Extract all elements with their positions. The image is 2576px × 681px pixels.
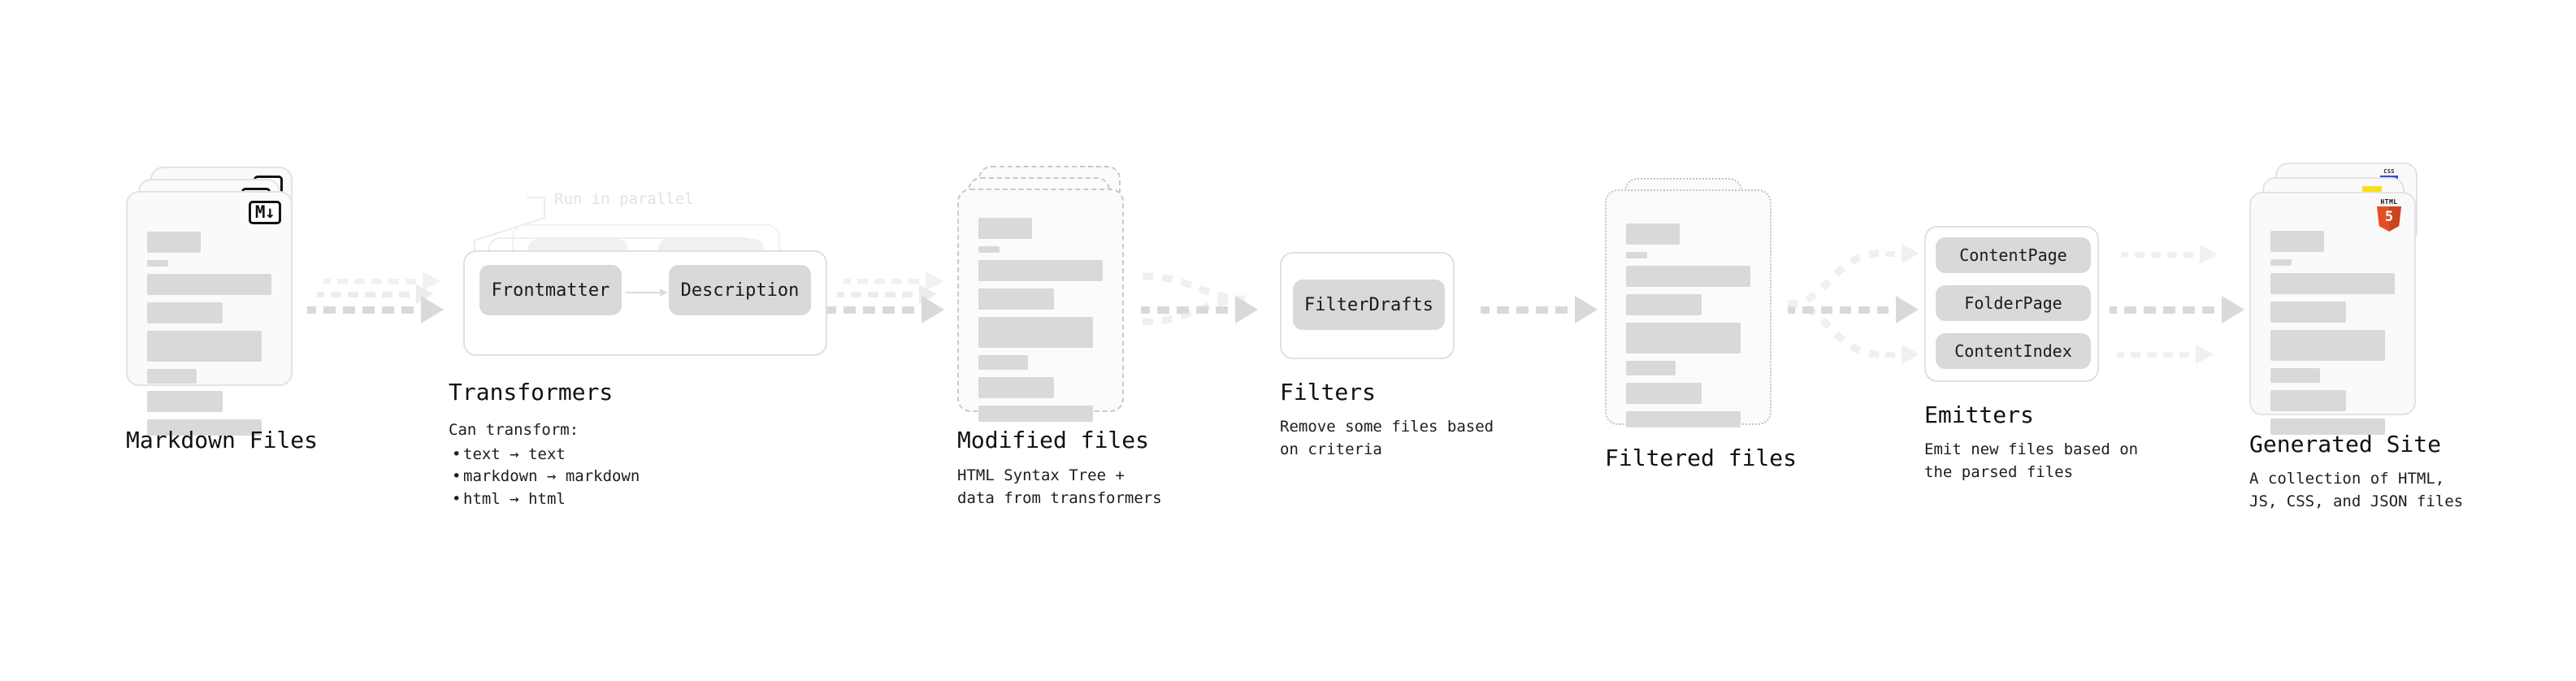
chip-frontmatter-label: Frontmatter bbox=[491, 280, 610, 301]
transformer-box-front: Frontmatter Description bbox=[463, 250, 827, 356]
transformers-bullet-list: text → text markdown → markdown html → h… bbox=[449, 444, 640, 511]
card-placeholder-lines bbox=[1626, 223, 1750, 435]
arrow-dashed-front bbox=[307, 296, 444, 323]
chip-filterdrafts[interactable]: FilterDrafts bbox=[1293, 280, 1445, 330]
filters-box: FilterDrafts bbox=[1280, 252, 1455, 359]
generated-site-description: A collection of HTML, JS, CSS, and JSON … bbox=[2249, 470, 2464, 510]
page-title-filters: Filters bbox=[1280, 379, 1377, 406]
modified-card-stack bbox=[957, 163, 1132, 422]
arrow-emit-top bbox=[2121, 245, 2218, 264]
list-item: markdown → markdown bbox=[452, 466, 640, 488]
modified-files-description: HTML Syntax Tree + data from transformer… bbox=[957, 466, 1162, 507]
arrow-emit-middle bbox=[2110, 296, 2244, 323]
page-title-modified-files: Modified files bbox=[957, 427, 1150, 453]
chip-frontmatter[interactable]: Frontmatter bbox=[479, 265, 622, 315]
stage-modified-files: Modified files HTML Syntax Tree + data f… bbox=[957, 163, 1162, 507]
arrow-filters-to-filtered bbox=[1481, 296, 1598, 323]
chip-description-label: Description bbox=[680, 280, 800, 301]
arrow-dashed-front bbox=[827, 296, 944, 323]
arrow-branch-middle bbox=[1788, 296, 1919, 323]
modified-card-front bbox=[957, 189, 1124, 422]
markdown-icon: M↓ bbox=[249, 201, 281, 224]
transformers-description: Can transform: text → text markdown → ma… bbox=[449, 419, 640, 510]
chip-description[interactable]: Description bbox=[669, 265, 811, 315]
chip-folderpage[interactable]: FolderPage bbox=[1936, 285, 2091, 321]
css-icon-label: CSS bbox=[2383, 168, 2395, 175]
list-item: text → text bbox=[452, 444, 640, 466]
emitters-box: ContentPage FolderPage ContentIndex bbox=[1924, 226, 2099, 382]
html5-icon-word: HTML bbox=[2380, 198, 2398, 206]
list-item: html → html bbox=[452, 488, 640, 511]
html5-icon: HTML 5 bbox=[2375, 199, 2403, 232]
chip-contentpage-label: ContentPage bbox=[1959, 245, 2067, 265]
html5-icon-shield: 5 bbox=[2377, 206, 2401, 232]
stage-generated-site: CSS HTML 5 bbox=[2249, 163, 2463, 510]
site-card-stack: CSS HTML 5 bbox=[2249, 163, 2424, 435]
card-placeholder-lines bbox=[978, 218, 1103, 429]
page-title-generated-site: Generated Site bbox=[2249, 431, 2442, 458]
page-title-filtered-files: Filtered files bbox=[1605, 445, 1798, 471]
markdown-icon-label: M↓ bbox=[254, 202, 275, 222]
transformer-inner-arrow bbox=[626, 288, 668, 297]
transformers-desc-head: Can transform: bbox=[449, 421, 579, 439]
page-title-transformers: Transformers bbox=[449, 379, 614, 406]
stage-markdown-files: M↓ M↓ M↓ bbox=[126, 167, 318, 453]
chip-filterdrafts-label: FilterDrafts bbox=[1304, 294, 1433, 315]
card-placeholder-lines bbox=[2270, 231, 2395, 442]
page-title-markdown-files: Markdown Files bbox=[126, 427, 319, 453]
filters-description: Remove some files based on criteria bbox=[1280, 418, 1494, 458]
chip-folderpage-label: FolderPage bbox=[1964, 293, 2062, 313]
page-title-emitters: Emitters bbox=[1924, 401, 2034, 428]
chip-contentindex[interactable]: ContentIndex bbox=[1936, 333, 2091, 369]
arrow-branch-top bbox=[1869, 244, 1919, 263]
arrow-emit-bottom bbox=[2117, 345, 2214, 364]
parallel-label: Run in parallel bbox=[554, 190, 694, 208]
html5-icon-number: 5 bbox=[2384, 209, 2394, 225]
emitters-description: Emit new files based on the parsed files bbox=[1924, 440, 2139, 481]
filtered-card-front bbox=[1605, 189, 1772, 427]
arrow-dashed-front bbox=[1141, 296, 1258, 323]
arrow-dashed-middle bbox=[317, 284, 434, 304]
card-placeholder-lines bbox=[147, 232, 271, 443]
chip-contentpage[interactable]: ContentPage bbox=[1936, 237, 2091, 273]
chip-contentindex-label: ContentIndex bbox=[1954, 341, 2072, 361]
filtered-card-stack bbox=[1605, 175, 1780, 427]
markdown-card-front: M↓ bbox=[126, 191, 293, 436]
site-card-front: HTML 5 bbox=[2249, 192, 2416, 435]
stage-filtered-files: Filtered files bbox=[1605, 175, 1797, 471]
arrow-branch-bottom bbox=[1869, 345, 1919, 364]
markdown-card-stack: M↓ M↓ M↓ bbox=[126, 167, 301, 436]
